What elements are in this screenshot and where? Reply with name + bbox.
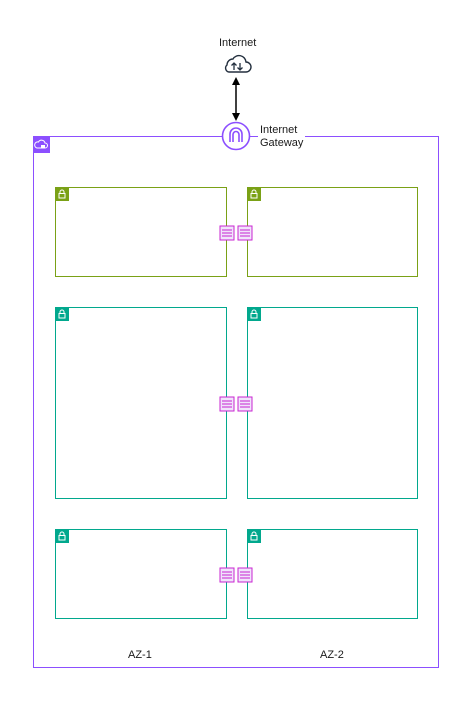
private-subnet-az2 (247, 307, 418, 499)
az-label-2: AZ-2 (320, 649, 344, 661)
network-acl-icon (219, 567, 253, 583)
lock-icon (247, 307, 261, 321)
public-subnet-az1 (55, 187, 227, 277)
network-acl-icon (219, 396, 253, 412)
vpc-cloud-lock-icon (33, 136, 50, 153)
az-label-1: AZ-1 (128, 649, 152, 661)
lock-icon (55, 529, 69, 543)
private-subnet-az1 (55, 307, 227, 499)
lock-icon (55, 307, 69, 321)
lock-icon (247, 529, 261, 543)
cloud-icon (224, 54, 252, 73)
private-subnet-az2-lower (247, 529, 418, 619)
internet-gateway-icon (221, 121, 251, 151)
lock-icon (247, 187, 261, 201)
private-subnet-az1-lower (55, 529, 227, 619)
internet-label: Internet (219, 37, 257, 49)
public-subnet-az2 (247, 187, 418, 277)
lock-icon (55, 187, 69, 201)
network-acl-icon (219, 225, 253, 241)
bidirectional-arrow (232, 77, 240, 121)
internet-gateway-label: Internet Gateway (258, 124, 306, 150)
